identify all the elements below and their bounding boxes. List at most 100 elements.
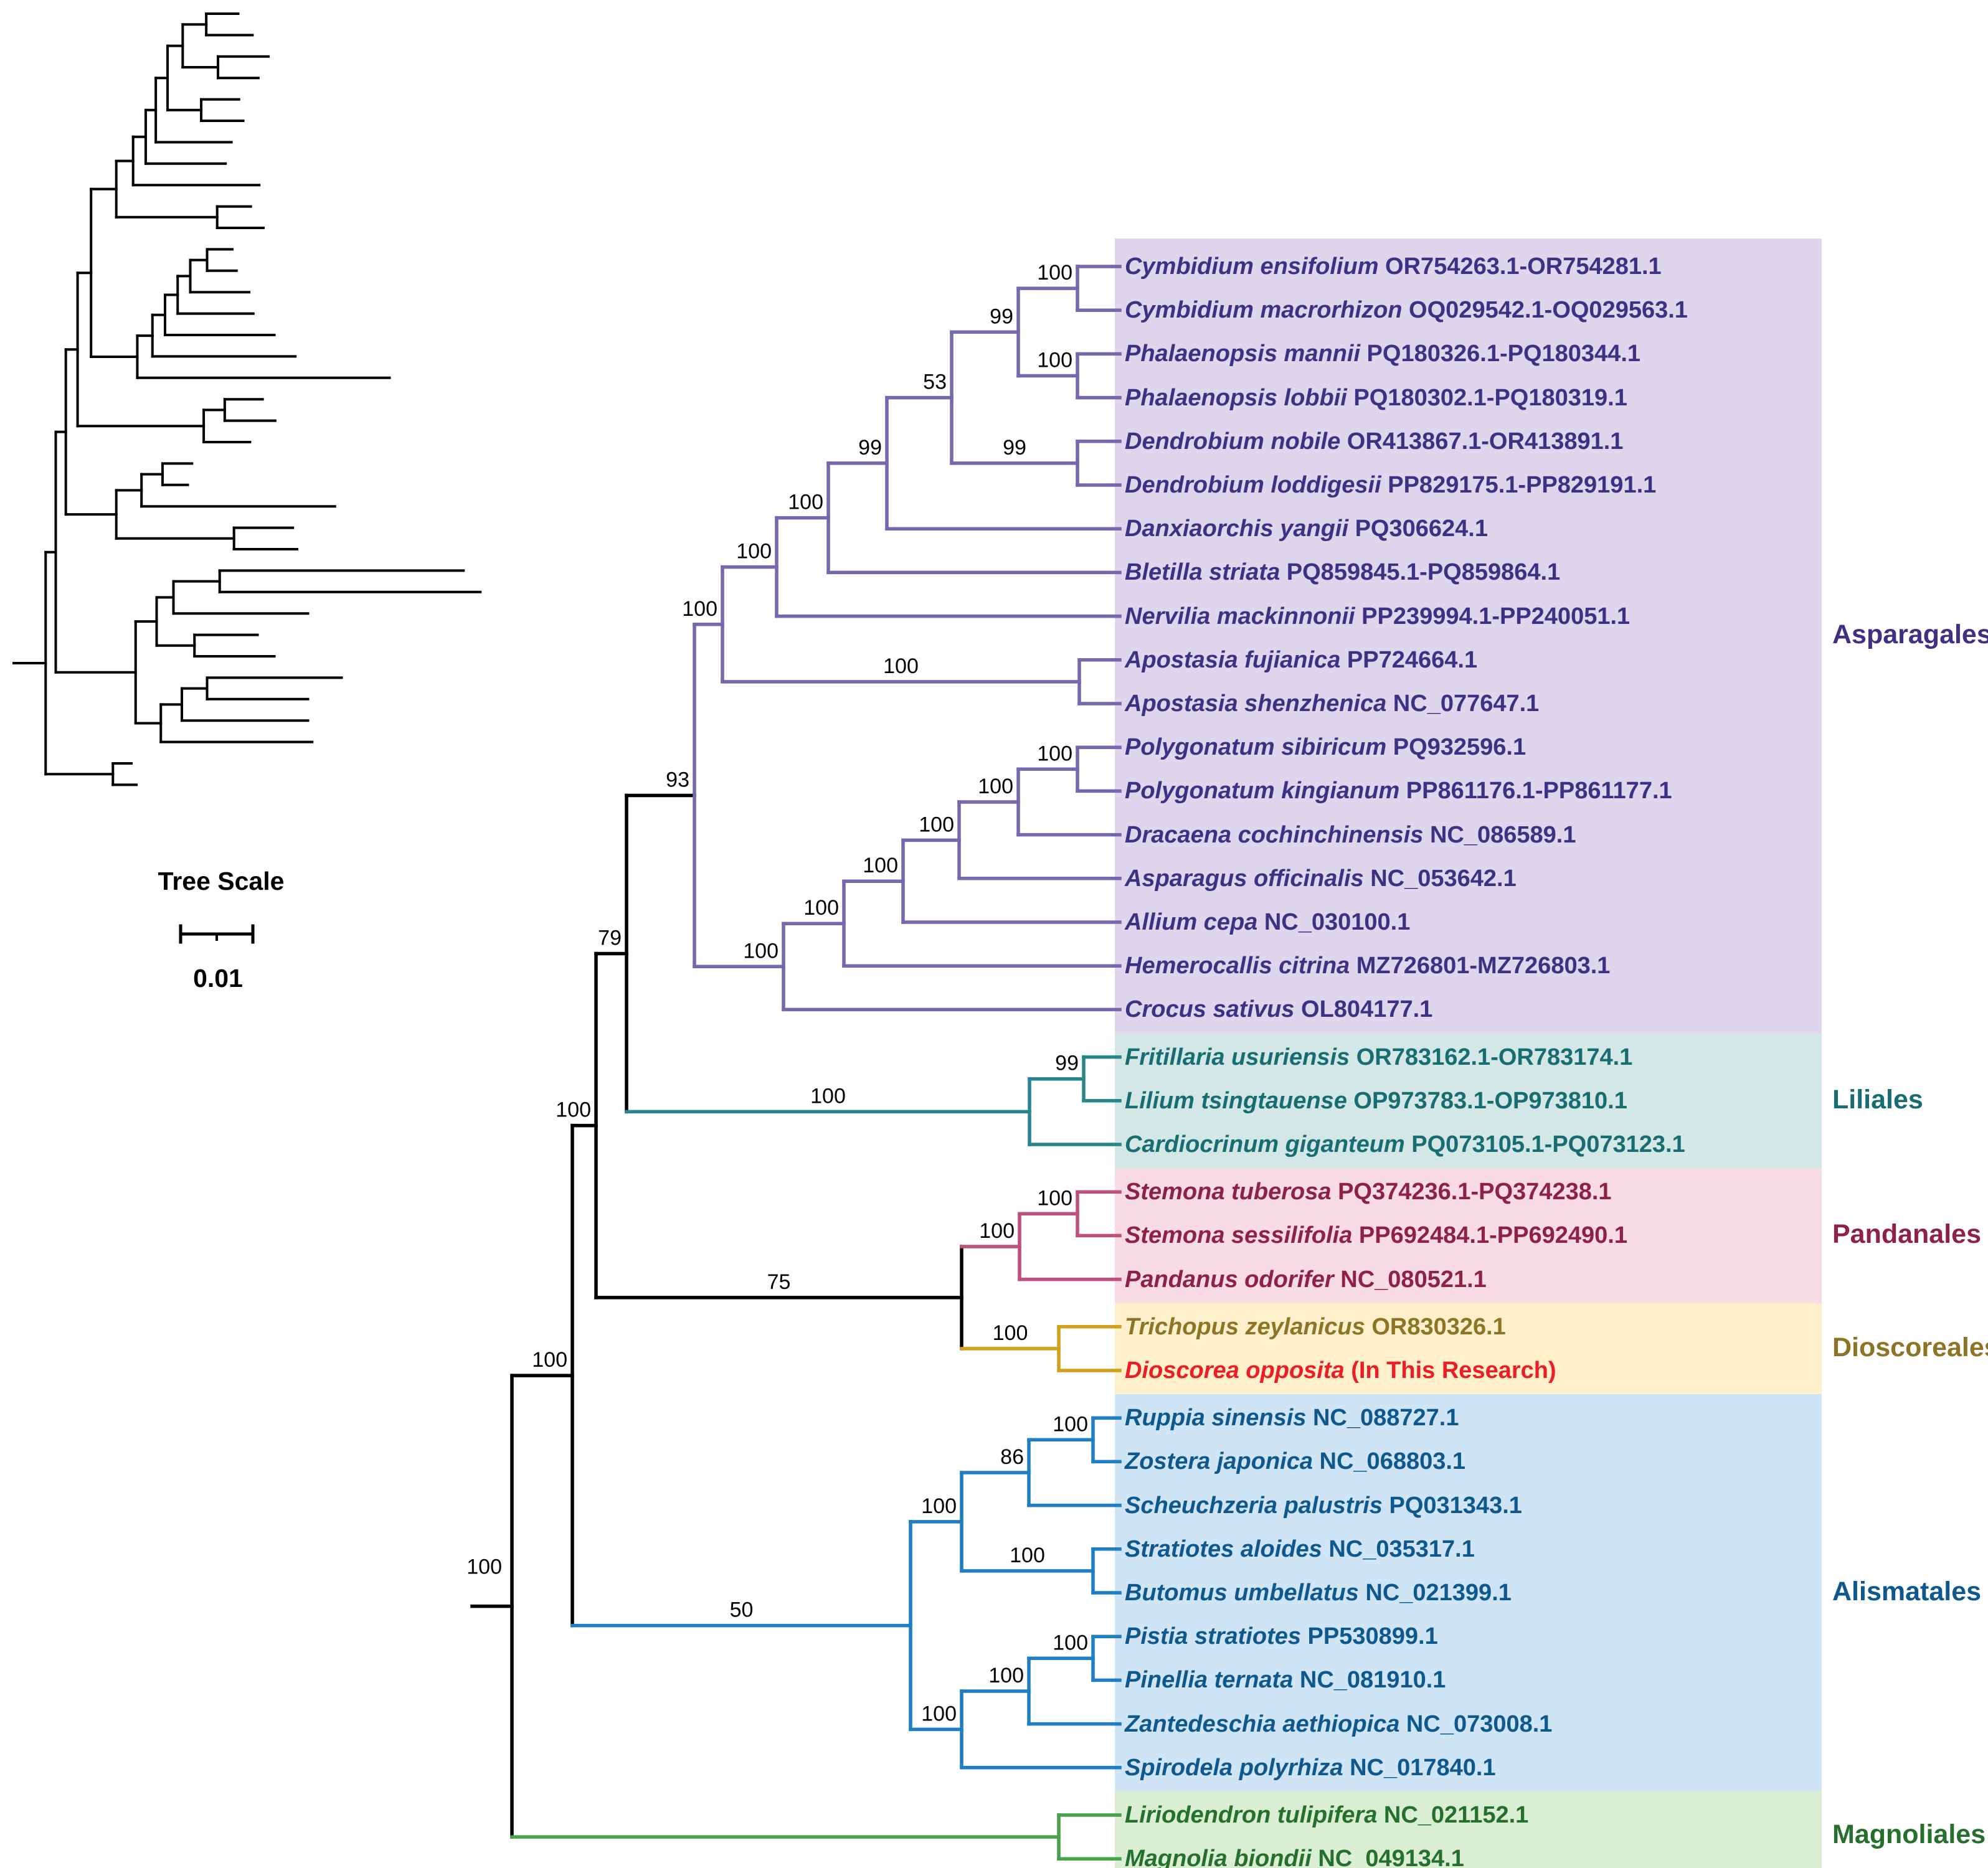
accession-number: NC_017840.1	[1343, 1754, 1496, 1781]
taxon-label: Stratiotes aloides NC_035317.1	[1125, 1534, 1475, 1565]
species-name: Pandanus odorifer	[1125, 1266, 1334, 1293]
accession-number: NC_077647.1	[1386, 691, 1540, 717]
accession-number: NC_021399.1	[1358, 1580, 1512, 1606]
accession-number: NC_021152.1	[1377, 1802, 1529, 1828]
order-box-alismatales	[1115, 1394, 1822, 1791]
taxon-label: Phalaenopsis lobbii PQ180302.1-PQ180319.…	[1125, 382, 1627, 413]
accession-number: (In This Research)	[1344, 1357, 1556, 1384]
species-name: Phalaenopsis mannii	[1125, 341, 1360, 367]
taxon-label: Magnolia biondii NC_049134.1	[1125, 1843, 1464, 1868]
species-name: Spirodela polyrhiza	[1125, 1754, 1343, 1781]
accession-number: NC_073008.1	[1399, 1710, 1553, 1737]
taxon-label: Asparagus officinalis NC_053642.1	[1125, 863, 1517, 894]
accession-number: PQ073105.1-PQ073123.1	[1404, 1131, 1685, 1158]
taxon-label: Pandanus odorifer NC_080521.1	[1125, 1264, 1487, 1295]
order-box-asparagales	[1115, 238, 1822, 1034]
accession-number: OP973783.1-OP973810.1	[1347, 1087, 1627, 1114]
species-name: Crocus sativus	[1125, 996, 1295, 1023]
species-name: Liriodendron tulipifera	[1125, 1802, 1378, 1828]
species-name: Zantedeschia aethiopica	[1125, 1710, 1400, 1737]
species-name: Allium cepa	[1125, 909, 1258, 935]
taxon-label: Spirodela polyrhiza NC_017840.1	[1125, 1752, 1496, 1783]
species-name: Trichopus zeylanicus	[1125, 1313, 1365, 1340]
tree-scale-title: Tree Scale	[158, 867, 285, 895]
taxon-label: Lilium tsingtauense OP973783.1-OP973810.…	[1125, 1085, 1627, 1116]
taxon-label: Hemerocallis citrina MZ726801-MZ726803.1	[1125, 950, 1610, 981]
species-name: Stemona tuberosa	[1125, 1179, 1332, 1205]
taxon-label: Dendrobium loddigesii PP829175.1-PP82919…	[1125, 469, 1656, 501]
accession-number: NC_088727.1	[1306, 1405, 1459, 1432]
taxon-label: Dendrobium nobile OR413867.1-OR413891.1	[1125, 426, 1623, 457]
taxon-label: Apostasia fujianica PP724664.1	[1125, 644, 1477, 676]
taxon-label: Bletilla striata PQ859845.1-PQ859864.1	[1125, 557, 1560, 588]
accession-number: NC_053642.1	[1363, 865, 1517, 892]
taxon-label: Butomus umbellatus NC_021399.1	[1125, 1577, 1512, 1608]
species-name: Apostasia shenzhenica	[1125, 691, 1387, 717]
species-name: Danxiaorchis yangii	[1125, 516, 1349, 542]
taxon-label: Apostasia shenzhenica NC_077647.1	[1125, 688, 1539, 719]
order-label-liliales: Liliales	[1832, 1084, 1923, 1115]
taxon-label: Stemona tuberosa PQ374236.1-PQ374238.1	[1125, 1176, 1612, 1207]
accession-number: NC_086589.1	[1423, 821, 1576, 848]
species-name: Asparagus officinalis	[1125, 865, 1364, 892]
accession-number: OR783162.1-OR783174.1	[1350, 1044, 1633, 1070]
accession-number: NC_035317.1	[1322, 1535, 1475, 1562]
taxon-label: Stemona sessilifolia PP692484.1-PP692490…	[1125, 1220, 1627, 1251]
order-box-pandanales	[1115, 1168, 1822, 1303]
taxon-label: Pistia stratiotes PP530899.1	[1125, 1621, 1438, 1652]
taxon-label: Trichopus zeylanicus OR830326.1	[1125, 1311, 1506, 1342]
taxon-label: Allium cepa NC_030100.1	[1125, 907, 1410, 938]
accession-number: NC_049134.1	[1311, 1846, 1464, 1868]
species-name: Cymbidium ensifolium	[1125, 253, 1379, 280]
species-name: Cardiocrinum giganteum	[1125, 1131, 1405, 1158]
accession-number: PQ306624.1	[1348, 516, 1488, 542]
accession-number: PQ374236.1-PQ374238.1	[1331, 1179, 1612, 1205]
accession-number: PP239994.1-PP240051.1	[1355, 603, 1631, 630]
taxon-label: Dioscorea opposita (In This Research)	[1125, 1355, 1556, 1386]
order-box-magnoliales	[1115, 1791, 1822, 1868]
species-name: Polygonatum kingianum	[1125, 778, 1400, 804]
species-name: Pinellia ternata	[1125, 1667, 1294, 1694]
species-name: Polygonatum sibiricum	[1125, 734, 1387, 761]
accession-number: NC_030100.1	[1257, 909, 1411, 935]
taxon-label: Zostera japonica NC_068803.1	[1125, 1446, 1465, 1477]
taxon-label: Polygonatum sibiricum PQ932596.1	[1125, 732, 1526, 763]
species-name: Scheuchzeria palustris	[1125, 1492, 1383, 1519]
order-label-asparagales: Asparagales	[1832, 620, 1988, 650]
taxon-label: Cymbidium ensifolium OR754263.1-OR754281…	[1125, 251, 1662, 282]
accession-number: PP829175.1-PP829191.1	[1381, 472, 1657, 498]
taxon-label: Fritillaria usuriensis OR783162.1-OR7831…	[1125, 1042, 1632, 1073]
taxon-label: Ruppia sinensis NC_088727.1	[1125, 1402, 1459, 1433]
accession-number: PP861176.1-PP861177.1	[1399, 778, 1672, 804]
accession-number: PP530899.1	[1301, 1623, 1438, 1650]
accession-number: PP692484.1-PP692490.1	[1352, 1222, 1627, 1249]
species-name: Ruppia sinensis	[1125, 1405, 1307, 1432]
species-name: Cymbidium macrorhizon	[1125, 297, 1403, 324]
species-name: Lilium tsingtauense	[1125, 1087, 1347, 1114]
species-name: Dioscorea opposita	[1125, 1357, 1345, 1384]
accession-number: OL804177.1	[1294, 996, 1433, 1023]
taxon-label: Dracaena cochinchinensis NC_086589.1	[1125, 819, 1576, 851]
taxon-label: Pinellia ternata NC_081910.1	[1125, 1664, 1446, 1696]
taxon-label: Phalaenopsis mannii PQ180326.1-PQ180344.…	[1125, 338, 1640, 369]
species-name: Hemerocallis citrina	[1125, 953, 1350, 979]
taxon-label: Polygonatum kingianum PP861176.1-PP86117…	[1125, 775, 1672, 806]
species-name: Dendrobium loddigesii	[1125, 472, 1381, 498]
accession-number: PQ859845.1-PQ859864.1	[1280, 559, 1561, 586]
accession-number: NC_081910.1	[1293, 1667, 1446, 1694]
order-label-pandanales: Pandanales	[1832, 1219, 1981, 1250]
species-name: Stemona sessilifolia	[1125, 1222, 1353, 1249]
accession-number: PQ031343.1	[1382, 1492, 1522, 1519]
species-name: Apostasia fujianica	[1125, 646, 1341, 673]
species-name: Fritillaria usuriensis	[1125, 1044, 1350, 1070]
taxon-label: Liriodendron tulipifera NC_021152.1	[1125, 1800, 1528, 1831]
species-name: Pistia stratiotes	[1125, 1623, 1301, 1650]
accession-number: OR754263.1-OR754281.1	[1378, 253, 1662, 280]
taxon-label: Danxiaorchis yangii PQ306624.1	[1125, 513, 1488, 544]
taxon-label: Nervilia mackinnonii PP239994.1-PP240051…	[1125, 601, 1630, 632]
order-box-dioscoreales	[1115, 1303, 1822, 1395]
order-label-alismatales: Alismatales	[1832, 1577, 1982, 1606]
taxon-label: Scheuchzeria palustris PQ031343.1	[1125, 1490, 1522, 1521]
